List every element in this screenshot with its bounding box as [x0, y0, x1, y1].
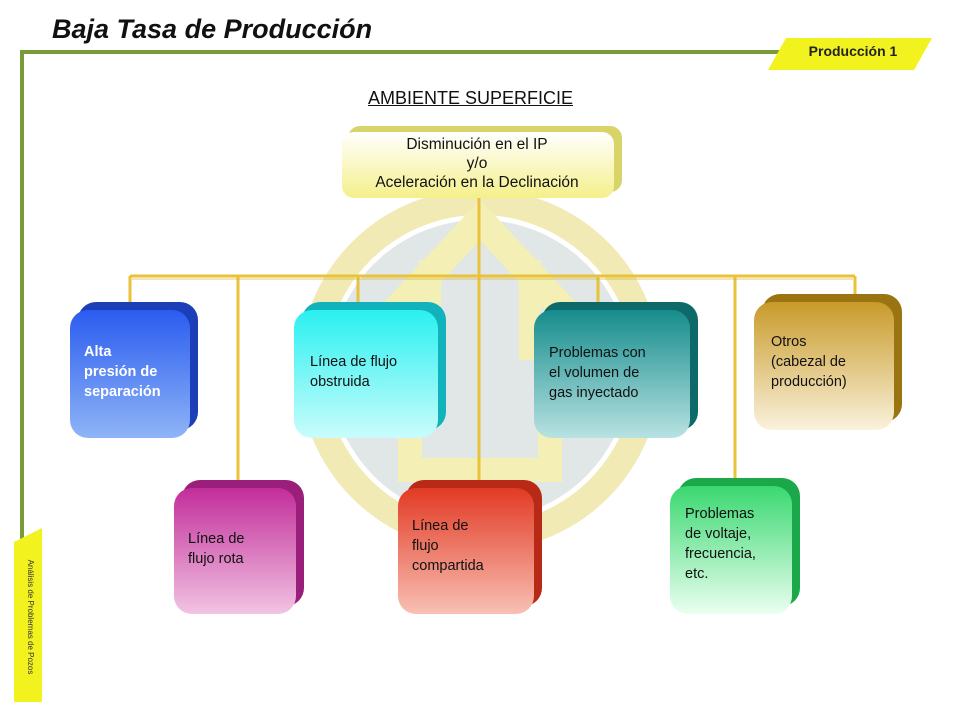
- cause-label-alta-presion: Alta presión de separación: [84, 344, 161, 400]
- page-title: Baja Tasa de Producción: [52, 14, 373, 44]
- cause-label-flujo-obstruida: Línea de flujo obstruida: [310, 354, 398, 390]
- cause-label-voltaje: Problemas de voltaje, frecuencia, etc.: [685, 506, 756, 582]
- cause-box-volumen-gas: [534, 302, 698, 438]
- slide-badge-label: Producción 1: [808, 43, 898, 59]
- cause-label-flujo-rota: Línea de flujo rota: [188, 531, 245, 567]
- section-heading: AMBIENTE SUPERFICIE: [368, 88, 574, 108]
- cause-label-otros: Otros (cabezal de producción): [771, 334, 847, 390]
- cause-box-flujo-obstruida: [294, 302, 446, 438]
- side-tab: [14, 528, 42, 702]
- cause-label-volumen-gas: Problemas con el volumen de gas inyectad…: [549, 345, 646, 401]
- cause-box-flujo-compartida: [398, 480, 542, 614]
- cause-box-alta-presion: [70, 302, 198, 438]
- cause-box-flujo-rota: [174, 480, 304, 614]
- cause-label-flujo-compartida: Línea de flujo compartida: [412, 518, 484, 574]
- root-box-text: Disminución en el IP y/o Aceleración en …: [375, 136, 579, 191]
- cause-box-otros: [754, 294, 902, 430]
- root-box: [342, 126, 622, 198]
- slide-badge: [768, 38, 932, 70]
- cause-box-voltaje: [670, 478, 800, 614]
